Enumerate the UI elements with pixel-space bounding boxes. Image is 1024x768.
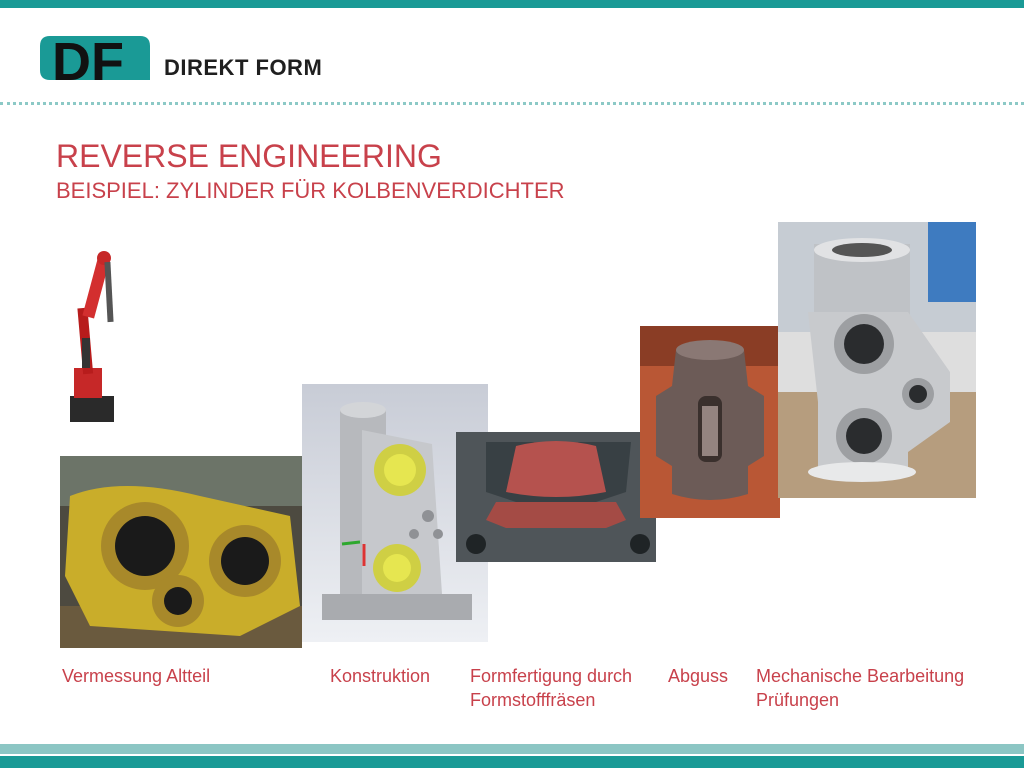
measuring-arm-image xyxy=(60,248,126,428)
bottom-accent-bar-light xyxy=(0,744,1024,754)
old-part-image xyxy=(60,456,302,648)
page-subtitle: BEISPIEL: ZYLINDER FÜR KOLBENVERDICHTER xyxy=(56,178,565,203)
caption-casting: Abguss xyxy=(668,666,729,686)
casting-image xyxy=(640,326,780,518)
caption-milling-line2: Formstofffräsen xyxy=(470,690,596,710)
cad-model-image xyxy=(302,384,488,642)
brand-name: DIREKT FORM xyxy=(164,55,323,80)
caption-measurement: Vermessung Altteil xyxy=(62,666,211,686)
caption-milling-line1: Formfertigung durch xyxy=(470,666,633,686)
top-accent-bar xyxy=(0,0,1024,8)
caption-machining-line1: Mechanische Bearbeitung xyxy=(756,666,965,686)
page-title: REVERSE ENGINEERING xyxy=(56,138,442,174)
caption-machining-line2: Prüfungen xyxy=(756,690,840,710)
mould-milling-image xyxy=(456,432,656,562)
df-logo-mark: DF xyxy=(40,32,150,92)
header-divider xyxy=(0,102,1024,105)
caption-design: Konstruktion xyxy=(330,666,431,686)
machined-part-image xyxy=(778,222,976,498)
logo-letters: DF xyxy=(52,32,124,86)
bottom-accent-bar-dark xyxy=(0,756,1024,768)
logo: DF xyxy=(40,30,320,92)
